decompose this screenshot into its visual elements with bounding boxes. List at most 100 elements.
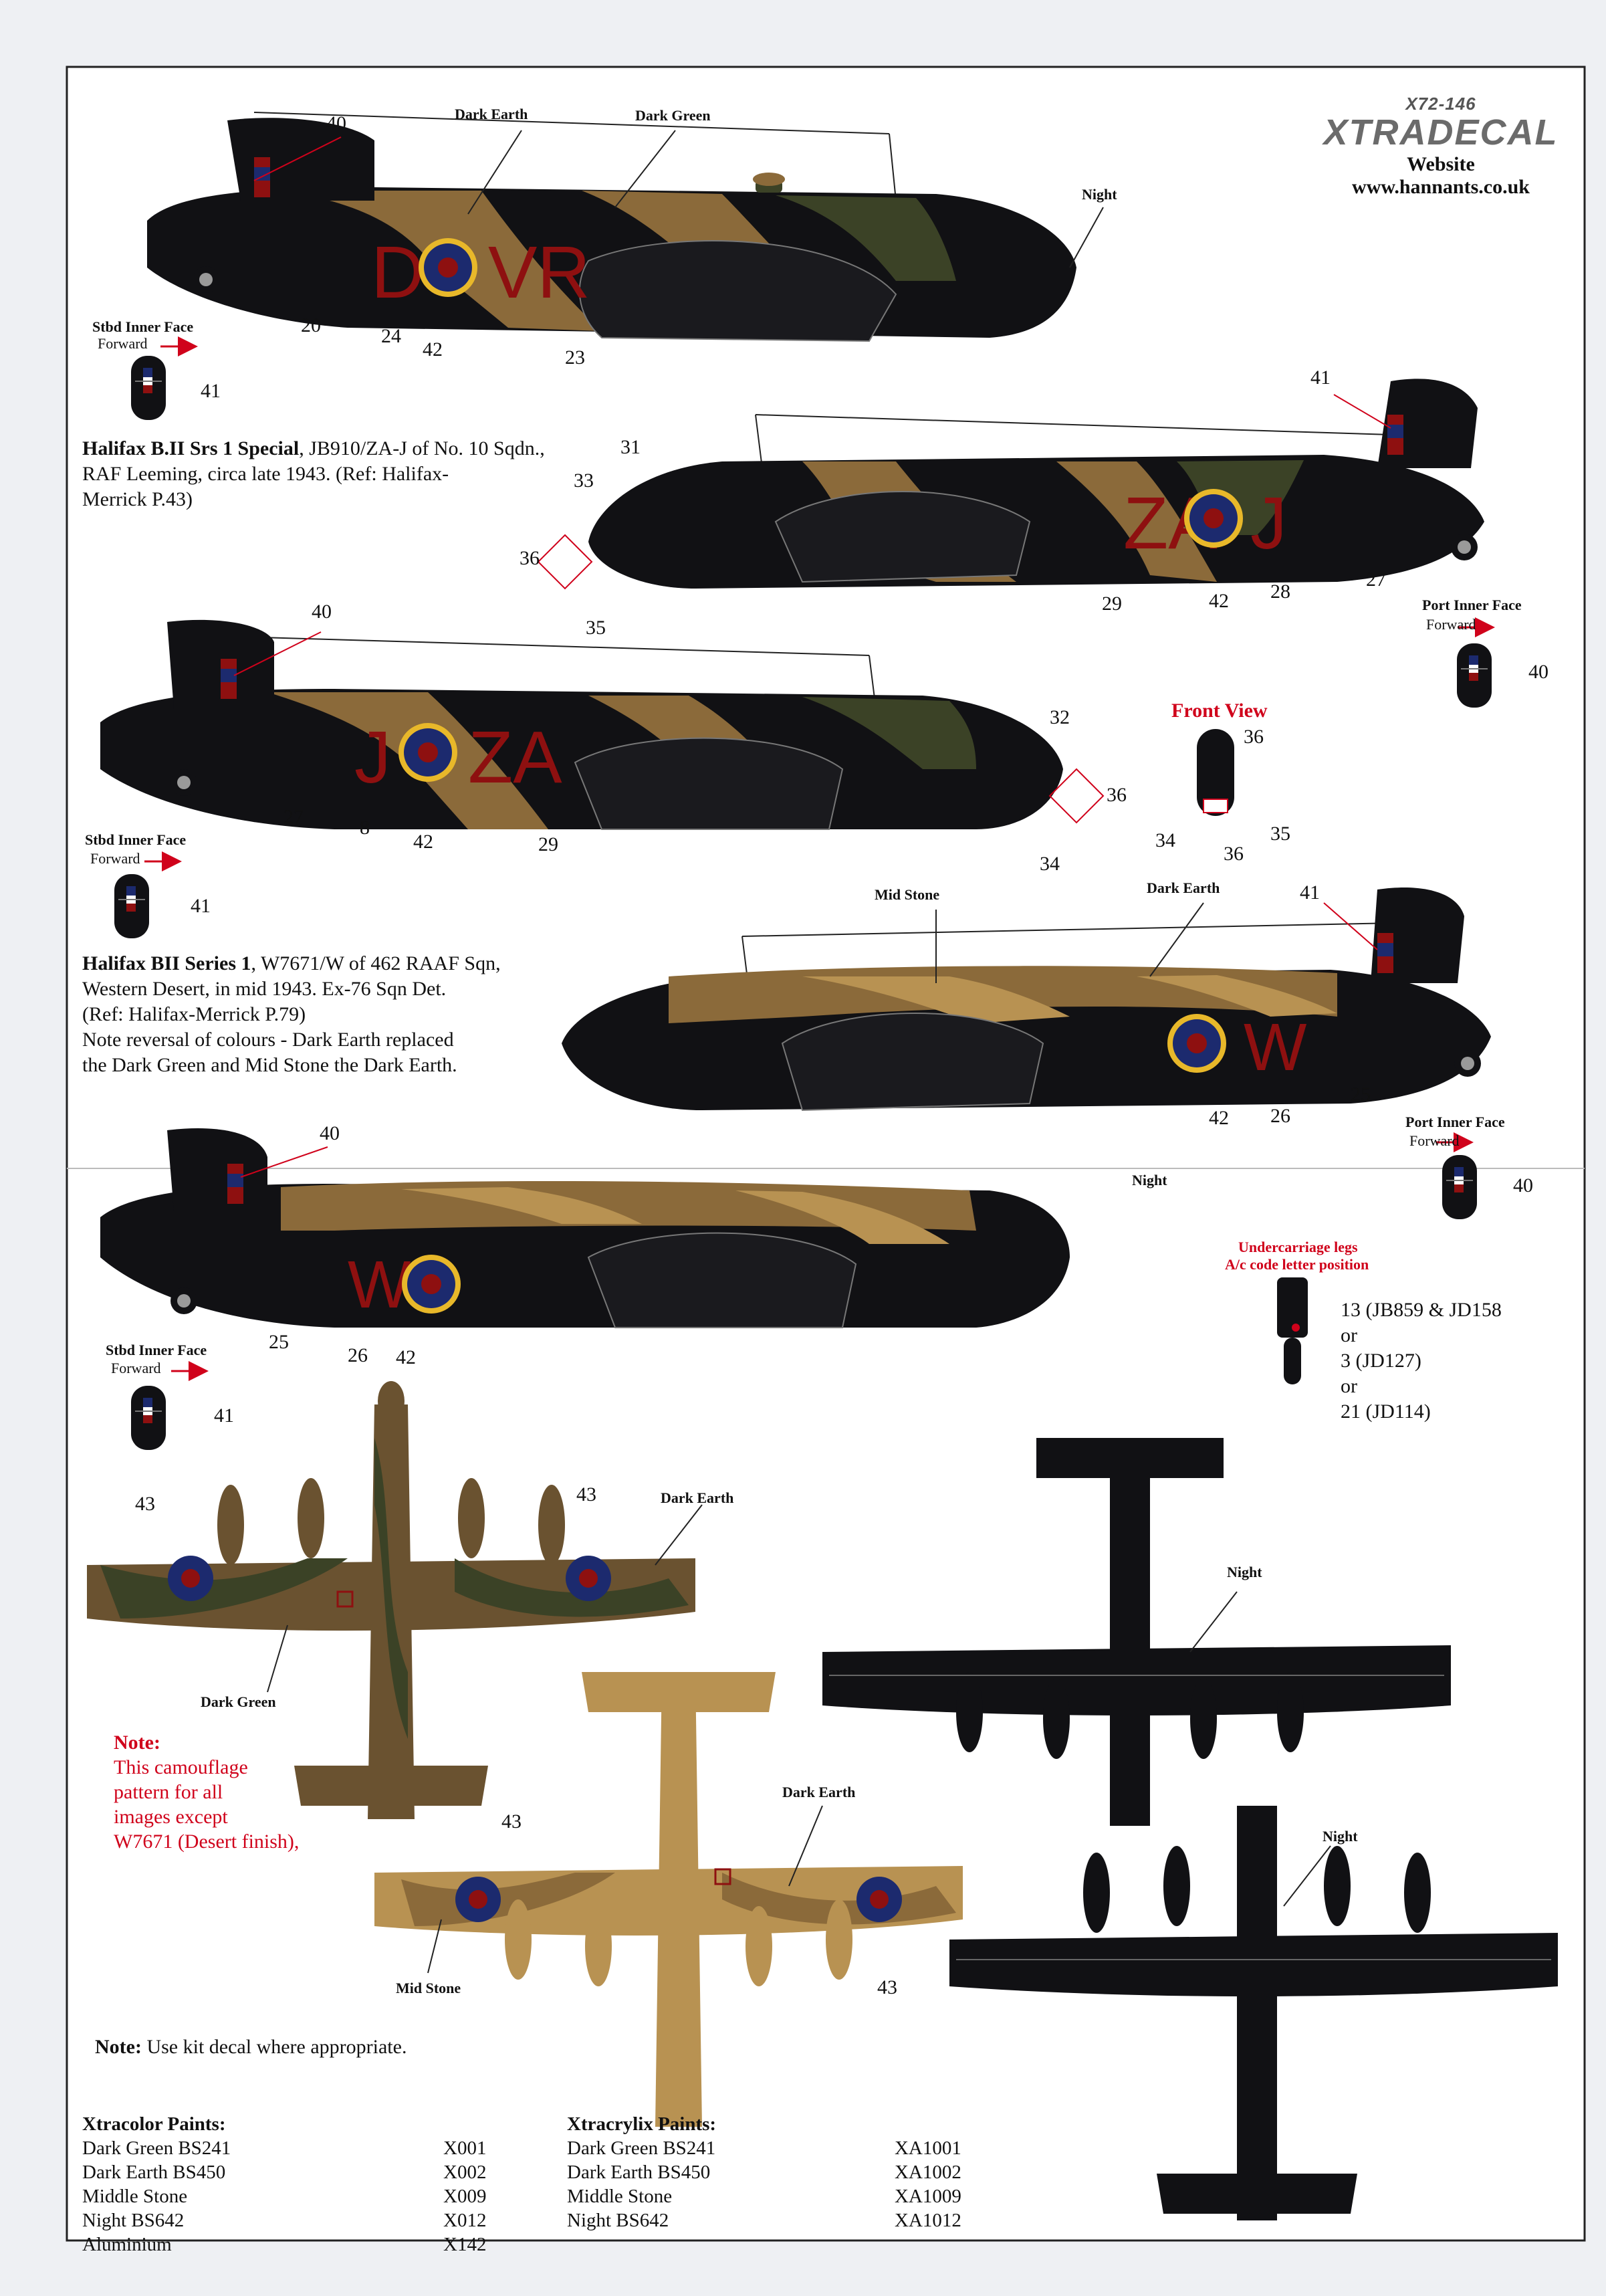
caption-w7671-line3: (Ref: Halifax-Merrick P.79): [82, 1003, 306, 1025]
front-view-aircraft: [1197, 729, 1234, 816]
svg-text:J: J: [354, 716, 391, 799]
undercarriage-title: Undercarriage legs: [1238, 1239, 1358, 1255]
callout-25: 25: [269, 1331, 289, 1353]
callout-35: 35: [1270, 823, 1290, 845]
website-link[interactable]: www.hannants.co.uk: [1352, 176, 1530, 198]
callout-8: 8: [360, 817, 370, 839]
stbd-inner-face-title: Stbd Inner Face: [85, 831, 187, 848]
callout-34: 34: [1155, 829, 1175, 851]
label-dark-earth: Dark Earth: [661, 1489, 734, 1506]
caption-jb910: Halifax B.II Srs 1 Special, JB910/ZA-J o…: [82, 437, 545, 459]
label-dark-earth: Dark Earth: [455, 106, 528, 122]
undercarriage-line-3: 3 (JD127): [1341, 1350, 1421, 1372]
camo-note-line-2: pattern for all: [114, 1781, 223, 1803]
callout-36: 36: [1224, 843, 1244, 865]
plan-view-top-desert: [374, 1672, 963, 2127]
caption-jb910-line3: Merrick P.43): [82, 488, 193, 510]
port-inner-face-title: Port Inner Face: [1405, 1114, 1505, 1130]
callout-25: 25: [1351, 1083, 1371, 1106]
svg-text:ZA: ZA: [468, 716, 562, 799]
callout-27: 27: [1366, 568, 1386, 591]
svg-text:J: J: [1250, 482, 1287, 564]
callout-29: 29: [1102, 593, 1122, 615]
stbd-inner-face-icon-3: [130, 1385, 166, 1451]
callout-34: 34: [1040, 853, 1060, 875]
stbd-inner-face-title: Stbd Inner Face: [106, 1342, 207, 1358]
callout-36: 36: [1244, 726, 1264, 748]
plan-view-top-camouflage: [87, 1381, 695, 1819]
callout-43: 43: [501, 1810, 522, 1833]
callout-36: 36: [520, 547, 540, 569]
svg-text:W: W: [1244, 1010, 1307, 1085]
label-night: Night: [1132, 1172, 1167, 1188]
xtracolor-title: Xtracolor Paints:: [82, 2113, 226, 2135]
callout-40: 40: [320, 1122, 340, 1144]
caption-w7671-line5: the Dark Green and Mid Stone the Dark Ea…: [82, 1054, 457, 1076]
stbd-inner-face-icon-2: [114, 873, 150, 939]
callout-42: 42: [413, 831, 433, 853]
brand-logo: XTRADECAL: [1323, 112, 1559, 152]
callout-43: 43: [576, 1483, 596, 1505]
callout-41: 41: [1300, 881, 1320, 904]
callout-36: 36: [1107, 784, 1127, 806]
port-inner-face-title: Port Inner Face: [1422, 597, 1522, 613]
profile-5-aircraft: W: [100, 1128, 1070, 1328]
callout-41: 41: [191, 895, 211, 917]
callout-40: 40: [326, 112, 346, 134]
callout-35: 35: [586, 617, 606, 639]
callout-40: 40: [1513, 1174, 1533, 1196]
callout-42: 42: [423, 338, 443, 360]
forward-label: Forward: [98, 335, 148, 352]
callout-41: 41: [214, 1404, 234, 1427]
plan-view-underside-1: [822, 1438, 1451, 1826]
callout-42: 42: [1209, 1107, 1229, 1129]
callout-43: 43: [877, 1976, 897, 1998]
callout-23: 23: [565, 346, 585, 369]
callout-32: 32: [1050, 706, 1070, 728]
brand-block: X72-146 XTRADECAL Website www.hannants.c…: [1321, 94, 1561, 199]
callout-33: 33: [574, 469, 594, 492]
label-dark-green: Dark Green: [201, 1693, 276, 1710]
label-dark-earth: Dark Earth: [1147, 879, 1220, 896]
profile-4-aircraft: W: [562, 887, 1491, 1112]
forward-label: Forward: [1426, 616, 1476, 633]
caption-w7671-line4: Note reversal of colours - Dark Earth re…: [82, 1029, 454, 1051]
profile-2-aircraft: ZA J: [537, 379, 1484, 590]
svg-text:D: D: [371, 231, 424, 314]
stbd-inner-face-icon-1: [130, 355, 166, 421]
undercarriage-line-2: or: [1341, 1324, 1357, 1346]
callout-31: 31: [620, 436, 641, 458]
callout-43: 43: [135, 1493, 155, 1515]
label-dark-green: Dark Green: [635, 107, 711, 124]
undercarriage-line-4: or: [1341, 1375, 1357, 1397]
front-view-title: Front View: [1171, 700, 1268, 722]
label-mid-stone: Mid Stone: [396, 1980, 461, 1996]
callout-24: 24: [381, 325, 401, 347]
port-inner-face-icon-1: [1456, 643, 1492, 708]
port-inner-face-icon-2: [1442, 1154, 1478, 1220]
red-callout-lines: [233, 136, 1391, 1178]
xtracrylix-title: Xtracrylix Paints:: [567, 2113, 717, 2135]
label-mid-stone: Mid Stone: [875, 886, 940, 903]
callout-42: 42: [396, 1346, 416, 1368]
plan-view-underside-2: [949, 1806, 1558, 2220]
caption-jb910-line2: RAF Leeming, circa late 1943. (Ref: Hali…: [82, 463, 449, 485]
undercarriage-leg-icon: [1277, 1277, 1308, 1384]
callout-28: 28: [1270, 581, 1290, 603]
camo-note-line-3: images except: [114, 1806, 228, 1828]
caption-w7671: Halifax BII Series 1, W7671/W of 462 RAA…: [82, 952, 501, 974]
camo-note-line-1: This camouflage: [114, 1756, 248, 1778]
camo-note-title: Note:: [114, 1732, 160, 1754]
website-label: Website: [1407, 153, 1475, 175]
